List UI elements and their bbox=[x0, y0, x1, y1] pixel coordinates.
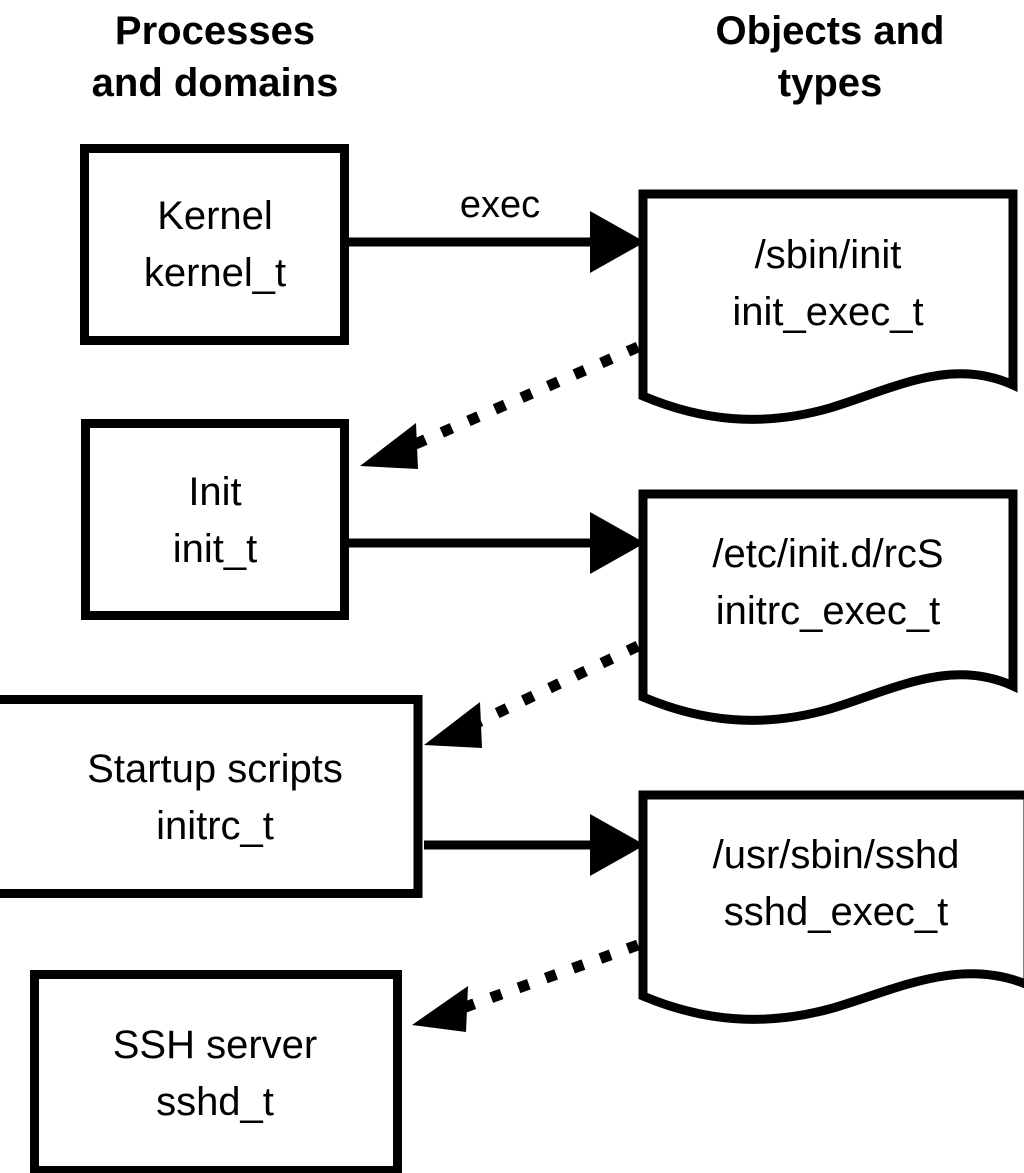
column-header-objects-line2: types bbox=[778, 61, 883, 105]
node-init-line1: Init bbox=[188, 470, 241, 514]
edge-sshd-exec-transition-sshd bbox=[412, 939, 640, 1032]
node-ssh-server-line1: SSH server bbox=[113, 1023, 318, 1067]
node-startup-scripts-box[interactable] bbox=[0, 695, 423, 898]
column-header-processes-line1: Processes bbox=[115, 9, 315, 53]
node-sbin-init-doc-shape[interactable] bbox=[638, 189, 1018, 424]
node-etc-initd-rcs-line1: /etc/init.d/rcS bbox=[712, 532, 943, 576]
node-startup-scripts[interactable]: Startup scripts initrc_t bbox=[0, 695, 423, 898]
node-ssh-server-line2: sshd_t bbox=[156, 1080, 274, 1124]
node-kernel-box[interactable] bbox=[80, 144, 349, 345]
arrowhead-sshd-transition bbox=[412, 986, 468, 1032]
node-init-line2: init_t bbox=[173, 527, 258, 571]
edge-kernel-exec-init-exec: exec bbox=[349, 184, 645, 273]
edge-line-sshd-transition bbox=[455, 939, 640, 1016]
node-etc-initd-rcs-doc-shape[interactable] bbox=[638, 489, 1018, 725]
node-sbin-init-line1: /sbin/init bbox=[755, 233, 902, 277]
arrowhead-init-exec bbox=[590, 512, 645, 574]
arrowhead-init-transition bbox=[360, 423, 418, 469]
node-etc-initd-rcs[interactable]: /etc/init.d/rcS initrc_exec_t bbox=[638, 489, 1018, 725]
node-usr-sbin-sshd-doc-shape[interactable] bbox=[638, 790, 1024, 1024]
node-etc-initd-rcs-line2: initrc_exec_t bbox=[716, 589, 941, 633]
node-sbin-init-line2: init_exec_t bbox=[732, 290, 923, 334]
node-sbin-init[interactable]: /sbin/init init_exec_t bbox=[638, 189, 1018, 424]
node-kernel-line2: kernel_t bbox=[144, 251, 286, 295]
node-usr-sbin-sshd[interactable]: /usr/sbin/sshd sshd_exec_t bbox=[638, 790, 1024, 1024]
node-usr-sbin-sshd-line2: sshd_exec_t bbox=[724, 890, 949, 934]
node-startup-scripts-line2: initrc_t bbox=[156, 804, 274, 848]
edge-init-exec-transition-init bbox=[360, 341, 641, 469]
column-header-objects: Objects and types bbox=[716, 9, 945, 105]
node-usr-sbin-sshd-line1: /usr/sbin/sshd bbox=[713, 833, 960, 877]
edge-initrc-exec-transition-initrc bbox=[424, 641, 641, 748]
column-header-processes: Processes and domains bbox=[92, 9, 339, 105]
node-ssh-server-box[interactable] bbox=[30, 970, 402, 1173]
edge-init-exec-initrc-exec bbox=[349, 512, 645, 574]
arrowhead-initrc-exec bbox=[590, 814, 645, 876]
node-init-box[interactable] bbox=[81, 419, 349, 620]
node-ssh-server[interactable]: SSH server sshd_t bbox=[30, 970, 402, 1173]
edge-initrc-exec-sshd-exec bbox=[424, 814, 645, 876]
edge-line-initrc-transition bbox=[465, 641, 641, 732]
arrowhead-kernel-exec bbox=[590, 211, 645, 273]
node-kernel[interactable]: Kernel kernel_t bbox=[80, 144, 349, 345]
edge-line-init-transition bbox=[401, 341, 641, 455]
node-init[interactable]: Init init_t bbox=[81, 419, 349, 620]
edge-label-exec: exec bbox=[460, 184, 540, 226]
node-kernel-line1: Kernel bbox=[157, 194, 273, 238]
arrowhead-initrc-transition bbox=[424, 702, 482, 748]
column-header-processes-line2: and domains bbox=[92, 61, 339, 105]
column-header-objects-line1: Objects and bbox=[716, 9, 945, 53]
node-startup-scripts-line1: Startup scripts bbox=[87, 747, 343, 791]
